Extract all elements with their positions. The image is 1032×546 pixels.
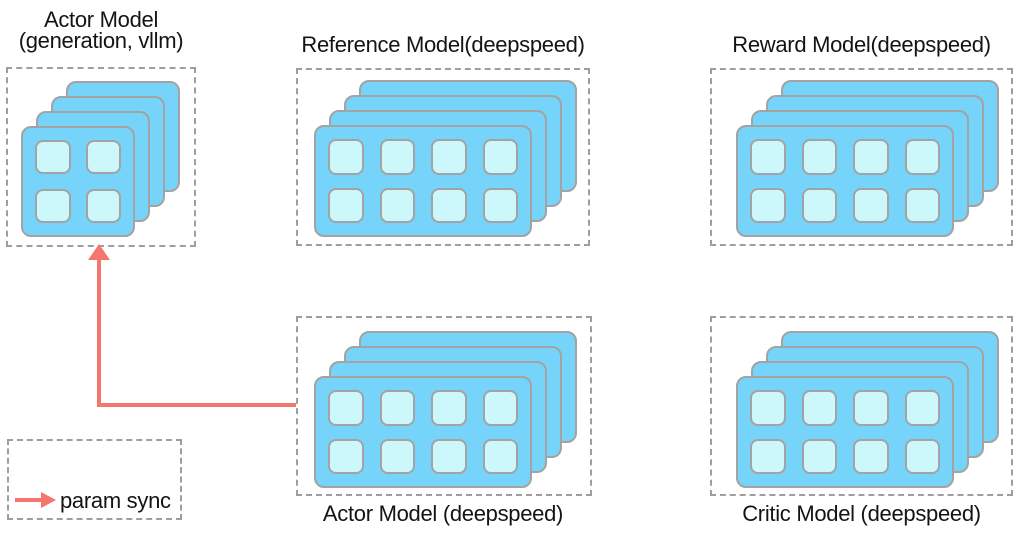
gpu-cell: [431, 139, 467, 175]
legend-label: param sync: [60, 488, 171, 513]
param-sync-arrowhead-icon: [41, 492, 56, 508]
gpu-card-front: [21, 126, 135, 237]
cluster-box-actor-deepspeed: [296, 316, 592, 496]
gpu-cell: [853, 187, 889, 223]
gpu-cell: [801, 390, 837, 426]
gpu-cell: [431, 390, 467, 426]
gpu-card-front: [736, 376, 954, 488]
gpu-cell: [801, 139, 837, 175]
cluster-title-actor-vllm: Actor Model (generation, vllm): [6, 7, 196, 53]
gpu-cell: [35, 140, 71, 174]
gpu-cell: [482, 187, 518, 223]
gpu-cell: [328, 438, 364, 474]
gpu-card-front: [314, 376, 532, 488]
gpu-cell: [750, 187, 786, 223]
gpu-cell: [750, 438, 786, 474]
gpu-cell: [853, 139, 889, 175]
gpu-cell: [328, 139, 364, 175]
gpu-cell: [482, 390, 518, 426]
gpu-cell: [328, 187, 364, 223]
param-sync-arrow-horizontal: [99, 403, 296, 407]
cluster-box-actor-vllm: [6, 67, 196, 247]
param-sync-arrow-vertical: [97, 258, 101, 407]
gpu-cell: [431, 187, 467, 223]
gpu-card-front: [736, 125, 954, 237]
gpu-cell: [853, 390, 889, 426]
gpu-cell: [379, 438, 415, 474]
cluster-box-reference: [296, 68, 590, 246]
param-sync-arrowhead-icon: [88, 244, 110, 260]
param-sync-arrow-icon: [15, 498, 41, 502]
gpu-cell: [379, 187, 415, 223]
gpu-cell: [482, 438, 518, 474]
cluster-box-reward: [710, 68, 1013, 246]
gpu-cell: [750, 390, 786, 426]
gpu-cell: [904, 139, 940, 175]
gpu-cell: [482, 139, 518, 175]
cluster-title-critic: Critic Model (deepspeed): [742, 501, 981, 526]
cluster-title-reference: Reference Model(deepspeed): [301, 32, 585, 57]
gpu-cell: [379, 139, 415, 175]
gpu-cell: [853, 438, 889, 474]
gpu-card-front: [314, 125, 532, 237]
gpu-cell: [85, 189, 121, 223]
cluster-title-actor-deepspeed: Actor Model (deepspeed): [322, 501, 564, 526]
gpu-cell: [750, 139, 786, 175]
legend-box: param sync: [7, 439, 182, 520]
gpu-cell: [85, 140, 121, 174]
gpu-cell: [35, 189, 71, 223]
gpu-cell: [904, 390, 940, 426]
cluster-title-reward: Reward Model(deepspeed): [732, 32, 991, 57]
cluster-title-line2: (generation, vllm): [18, 28, 184, 53]
cluster-box-critic: [710, 316, 1013, 496]
gpu-cell: [431, 438, 467, 474]
gpu-cell: [904, 187, 940, 223]
gpu-cell: [801, 187, 837, 223]
gpu-cell: [904, 438, 940, 474]
gpu-cell: [801, 438, 837, 474]
gpu-cell: [379, 390, 415, 426]
gpu-cell: [328, 390, 364, 426]
cluster-title-line1: Actor Model: [43, 7, 159, 32]
